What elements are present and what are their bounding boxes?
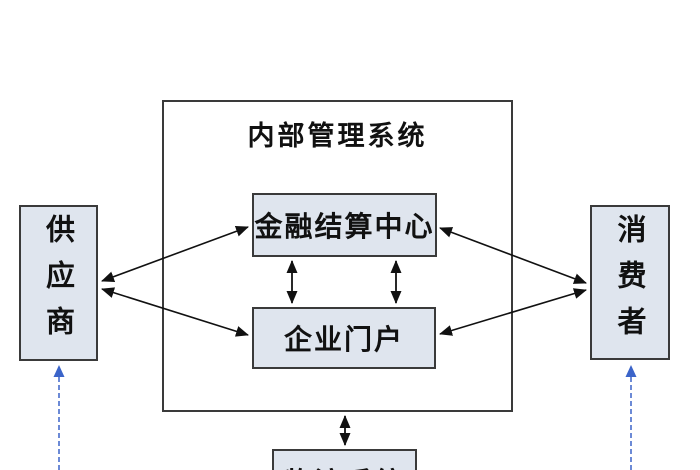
consumer-node: 消费者 [590, 205, 670, 360]
logistics-label: 物流系统 [274, 461, 415, 470]
enterprise-portal-label: 企业门户 [283, 323, 404, 356]
finance-center-node: 金融结算中心 [252, 193, 437, 257]
enterprise-portal-node: 企业门户 [252, 307, 436, 369]
logistics-node: 物流系统 [272, 449, 417, 470]
finance-center-label: 金融结算中心 [254, 210, 435, 243]
internal-system-title: 内部管理系统 [247, 121, 428, 152]
supplier-node: 供应商 [19, 205, 98, 361]
consumer-label: 消费者 [613, 213, 647, 352]
supplier-label: 供应商 [41, 214, 76, 352]
